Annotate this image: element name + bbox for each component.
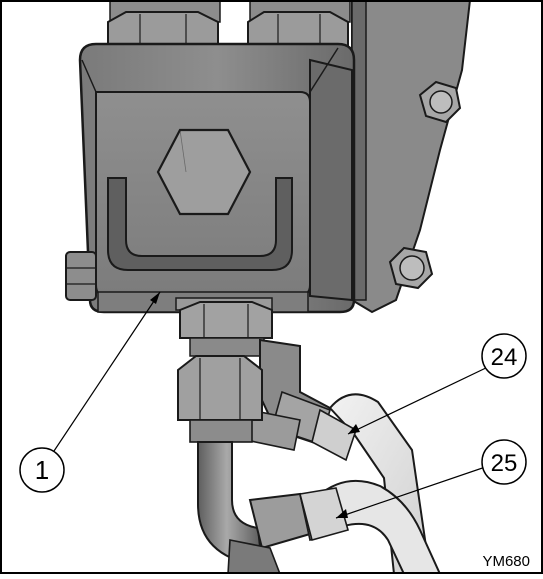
bracket-bolt-upper [418, 80, 462, 124]
callout-1-label: 1 [35, 455, 49, 485]
hose-25 [299, 479, 442, 575]
top-fittings [107, 0, 351, 51]
bracket-bolt-lower [388, 246, 434, 290]
figure-code: YM680 [482, 553, 530, 570]
hose-fitting-swivel [177, 355, 263, 443]
callout-25-label: 25 [491, 450, 518, 477]
callout-24: 24 [481, 333, 527, 379]
callout-24-label: 24 [491, 344, 518, 371]
hex-head-bolt [156, 128, 252, 216]
callout-1: 1 [19, 447, 65, 493]
elbow-fitting [245, 338, 332, 451]
bottom-fitting [175, 297, 273, 357]
side-bolt-left [65, 251, 97, 301]
mounting-bracket [351, 0, 472, 314]
callout-25: 25 [481, 439, 527, 485]
leader-lines [47, 291, 501, 519]
valve-block [65, 42, 356, 314]
